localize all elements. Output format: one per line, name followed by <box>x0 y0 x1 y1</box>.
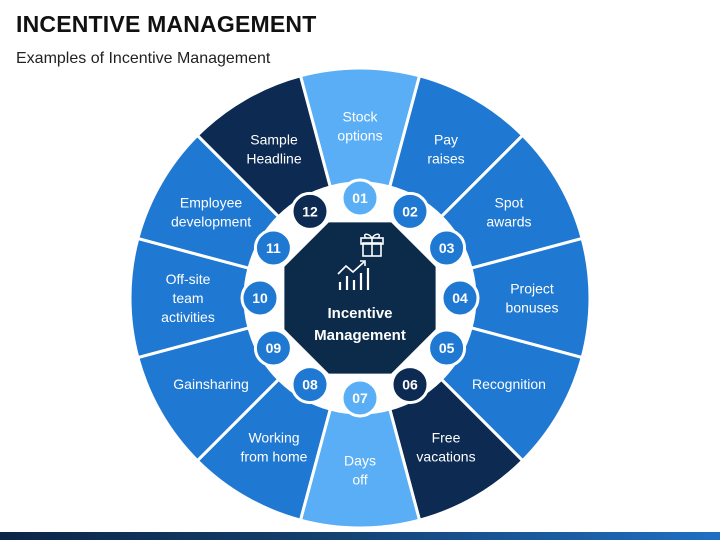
segment-label-line: Stock <box>342 109 378 125</box>
segment-label-line: awards <box>486 214 531 230</box>
gift-icon <box>360 233 384 257</box>
page-title: INCENTIVE MANAGEMENT <box>16 11 317 37</box>
segment-label-07: Days off <box>344 453 376 488</box>
number-label-02: 02 <box>402 203 418 219</box>
segment-label-line: Recognition <box>472 376 546 392</box>
page-subtitle: Examples of Incentive Management <box>16 50 271 67</box>
number-badge-11 <box>253 228 293 268</box>
number-label-09: 09 <box>266 340 282 356</box>
segment-label-08: Working from home <box>241 429 308 464</box>
segment-label-line: vacations <box>416 448 475 464</box>
segment-label-line: Project <box>510 281 554 297</box>
number-badge-04 <box>440 278 480 318</box>
growth-chart-icon <box>337 260 370 290</box>
segment-label-line: Pay <box>434 132 458 148</box>
number-badge-06 <box>390 365 430 405</box>
center-icons <box>337 233 384 290</box>
segment-label-04: Project bonuses <box>506 281 559 316</box>
number-badge-03 <box>427 228 467 268</box>
segment-label-line: Days <box>344 453 376 469</box>
segment-label-line: Off-site <box>166 271 211 287</box>
number-label-12: 12 <box>302 203 318 219</box>
segment-label-line: raises <box>427 151 464 167</box>
segment-label-line: Headline <box>246 151 301 167</box>
number-badge-02 <box>390 191 430 231</box>
number-badge-10 <box>240 278 280 318</box>
segment-label-02: Pay raises <box>427 132 464 167</box>
segment-label-line: Free <box>432 429 461 445</box>
segment-label-line: team <box>172 290 203 306</box>
segment-label-line: Spot <box>495 195 524 211</box>
segment-label-01: Stock options <box>337 109 382 144</box>
number-badge-08 <box>290 365 330 405</box>
center-label-line-1: Incentive <box>327 305 392 322</box>
segment-label-line: off <box>352 472 367 488</box>
center-octagon <box>280 218 440 378</box>
number-label-08: 08 <box>302 377 318 393</box>
number-badge-05 <box>427 328 467 368</box>
segment-label-line: Working <box>248 429 299 445</box>
number-label-05: 05 <box>439 340 455 356</box>
number-label-07: 07 <box>352 390 368 406</box>
segment-label-line: Sample <box>250 132 298 148</box>
number-badge-07 <box>340 378 380 418</box>
segment-label-line: development <box>171 214 251 230</box>
segment-label-line: activities <box>161 309 215 325</box>
segment-label-11: Employee development <box>171 195 251 230</box>
number-badge-01 <box>340 178 380 218</box>
number-label-03: 03 <box>439 240 455 256</box>
number-badge-09 <box>253 328 293 368</box>
number-badge-12 <box>290 191 330 231</box>
segment-label-line: from home <box>241 448 308 464</box>
number-label-10: 10 <box>252 290 268 306</box>
number-label-04: 04 <box>452 290 468 306</box>
segment-label-line: Gainsharing <box>173 376 249 392</box>
number-label-06: 06 <box>402 377 418 393</box>
segment-label-03: Spot awards <box>486 195 531 230</box>
segment-label-line: Employee <box>180 195 242 211</box>
segment-label-05: Recognition <box>472 376 546 392</box>
center-label-line-2: Management <box>314 327 406 344</box>
number-label-11: 11 <box>266 240 281 256</box>
bottom-accent-bar <box>0 532 720 540</box>
segment-label-line: bonuses <box>506 300 559 316</box>
segment-label-line: options <box>337 128 382 144</box>
segment-label-10: Off-site team activities <box>161 271 215 325</box>
number-label-01: 01 <box>352 190 368 206</box>
segment-label-06: Free vacations <box>416 429 475 464</box>
segment-label-09: Gainsharing <box>173 376 249 392</box>
